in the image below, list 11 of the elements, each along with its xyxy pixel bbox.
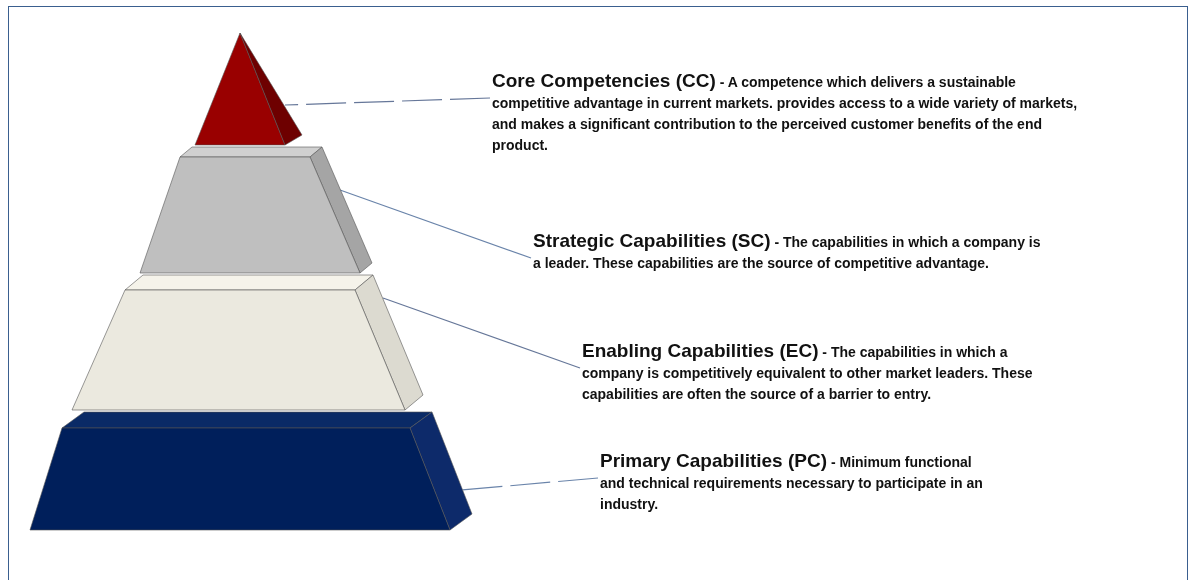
- pyramid-layer: [29, 411, 473, 531]
- description-text: Enabling Capabilities (EC) - The capabilities in which a company is competitively equivalent to other market leaders. These capabilities are often the source of a barrier to entry.: [582, 340, 1052, 405]
- description-text: Primary Capabilities (PC) - Minimum functional and technical requirements necessary to participate in an industry.: [600, 450, 1000, 515]
- leader-line: [461, 477, 599, 491]
- leader-line: [284, 97, 491, 106]
- leader-line: [339, 189, 532, 259]
- description-text: Strategic Capabilities (SC) - The capabilities in which a company is a leader. These capabilities are the source of competitive advantage.: [533, 230, 1043, 274]
- description-text: Core Competencies (CC) - A competence which delivers a sustainable competitive advantage in current markets. provides access to a wide variety of markets, and makes a significant contribution to the perceived customer benefits of the end product.: [492, 70, 1092, 156]
- pyramid-tip: [194, 32, 303, 146]
- pyramid-layer: [71, 274, 424, 411]
- pyramid-layer: [139, 146, 373, 274]
